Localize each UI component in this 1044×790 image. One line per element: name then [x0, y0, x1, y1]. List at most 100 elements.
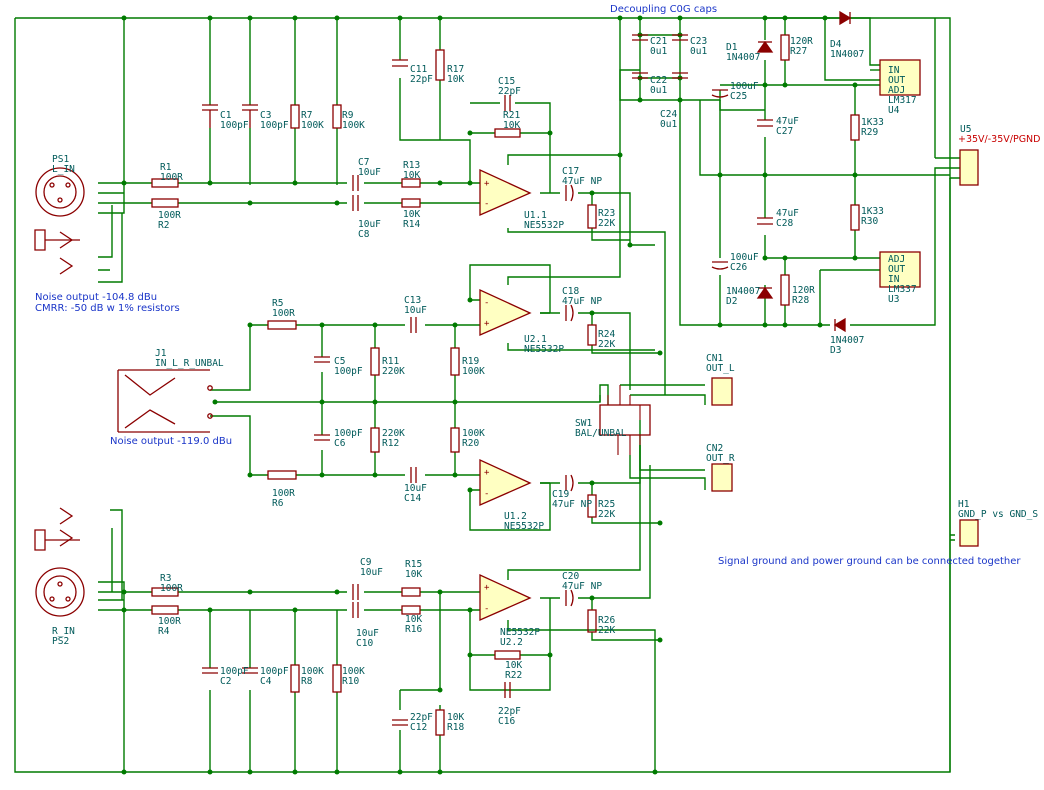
capacitor-c20[interactable] [565, 589, 574, 607]
regulator-u3[interactable] [879, 251, 921, 288]
resistor-r2[interactable] [151, 198, 179, 208]
capacitor-c3[interactable] [242, 104, 258, 128]
resistor-r3[interactable] [151, 587, 179, 597]
capacitor-c13[interactable] [410, 317, 417, 333]
label-ps1-1: L_IN [52, 164, 75, 175]
label-u1-1-0: U1.1 [524, 210, 547, 221]
resistor-r6[interactable] [267, 470, 297, 480]
resistor-r7[interactable] [290, 104, 300, 129]
opamp-u1-2[interactable] [479, 458, 532, 506]
resistor-r18[interactable] [435, 709, 445, 736]
resistor-r10[interactable] [332, 664, 342, 693]
capacitor-c15[interactable] [504, 95, 511, 111]
capacitor-c1[interactable] [202, 104, 218, 128]
resistor-r14[interactable] [401, 198, 421, 208]
xlr-ps2[interactable] [35, 567, 85, 617]
connector-h1[interactable] [959, 519, 979, 547]
diode-d1[interactable] [756, 40, 774, 53]
jack-trs-top[interactable] [34, 229, 80, 251]
label-c21-1: 0u1 [650, 46, 667, 57]
resistor-r16[interactable] [401, 605, 421, 615]
resistor-r20[interactable] [450, 427, 460, 453]
resistor-r21[interactable] [494, 128, 521, 138]
capacitor-c16[interactable] [504, 682, 511, 698]
capacitor-c2[interactable] [202, 667, 218, 674]
capacitor-c17[interactable] [565, 184, 574, 202]
capacitor-c21[interactable] [632, 34, 648, 41]
capacitor-c8[interactable] [352, 195, 359, 211]
jack-j1[interactable] [117, 369, 210, 433]
capacitor-c23[interactable] [672, 34, 688, 41]
capacitor-c7[interactable] [352, 175, 359, 191]
label-u4-0: IN [888, 65, 900, 76]
resistor-r9[interactable] [332, 104, 342, 129]
diode-d2[interactable] [756, 286, 774, 299]
capacitor-c27[interactable] [757, 119, 773, 127]
capacitor-c25[interactable] [711, 89, 729, 98]
capacitor-c22[interactable] [632, 72, 648, 79]
capacitor-c12[interactable] [392, 719, 408, 726]
capacitor-c10[interactable] [352, 602, 359, 618]
capacitor-c19[interactable] [565, 474, 574, 492]
label-r15-1: 10K [405, 569, 422, 580]
label-u4-3: LM317 [888, 95, 917, 106]
label-r28-0: 120R [792, 285, 815, 296]
resistor-r19[interactable] [450, 347, 460, 376]
connector-cn1[interactable] [711, 377, 733, 406]
label-r26-0: R26 [598, 615, 615, 626]
resistor-r8[interactable] [290, 664, 300, 693]
diode-d3[interactable] [833, 317, 846, 333]
label-r4-1: R4 [158, 626, 170, 637]
label-c12-0: 22pF [410, 712, 433, 723]
resistor-r5[interactable] [267, 320, 297, 330]
capacitor-c28[interactable] [757, 217, 773, 225]
capacitor-c14[interactable] [410, 467, 417, 483]
capacitor-c6[interactable] [314, 434, 330, 441]
jacks [34, 167, 213, 617]
resistor-r22[interactable] [494, 650, 521, 660]
resistor-r13[interactable] [401, 178, 421, 188]
label-r24-0: R24 [598, 329, 615, 340]
switch-sw1[interactable] [599, 404, 651, 436]
label-d4-0: D4 [830, 39, 842, 50]
label-j1-1: IN_L_R_UNBAL [155, 358, 224, 369]
label-r6-0: 100R [272, 488, 295, 499]
resistor-r23[interactable] [587, 204, 597, 229]
opamp-u2-2[interactable] [479, 573, 532, 621]
capacitor-c24[interactable] [672, 72, 688, 79]
label-c14-1: C14 [404, 493, 421, 504]
label-c4-0: 100pF [260, 666, 289, 677]
resistor-r28[interactable] [780, 274, 790, 306]
diode-d4[interactable] [839, 10, 852, 26]
resistor-r25[interactable] [587, 494, 597, 518]
connector-u5[interactable] [959, 149, 979, 186]
label-u2-1-0: U2.1 [524, 334, 547, 345]
resistor-r15[interactable] [401, 587, 421, 597]
resistor-r12[interactable] [370, 427, 380, 453]
capacitor-c5[interactable] [314, 356, 330, 363]
capacitor-c18[interactable] [565, 304, 574, 322]
resistor-r24[interactable] [587, 324, 597, 346]
resistor-r4[interactable] [151, 605, 179, 615]
capacitor-c4[interactable] [242, 667, 258, 674]
xlr-ps1[interactable] [35, 167, 85, 217]
resistor-r29[interactable] [850, 114, 860, 141]
resistor-r17[interactable] [435, 49, 445, 81]
resistor-r30[interactable] [850, 204, 860, 231]
capacitor-c9[interactable] [352, 584, 359, 600]
resistor-r26[interactable] [587, 609, 597, 633]
label-r27-1: R27 [790, 46, 807, 57]
label-c11-1: 22pF [410, 74, 433, 85]
capacitor-c26[interactable] [711, 261, 729, 270]
connector-cn2[interactable] [711, 463, 733, 492]
resistor-r27[interactable] [780, 34, 790, 61]
jack-trs-bottom[interactable] [34, 529, 80, 551]
opamp-u1-1[interactable] [479, 168, 532, 216]
svg-text:-: - [484, 604, 489, 614]
resistor-r1[interactable] [151, 178, 179, 188]
resistor-r11[interactable] [370, 347, 380, 376]
regulator-u4[interactable] [879, 59, 921, 96]
capacitor-c11[interactable] [392, 59, 408, 67]
label-r29-1: R29 [861, 127, 878, 138]
opamp-u2-1[interactable] [479, 288, 532, 336]
